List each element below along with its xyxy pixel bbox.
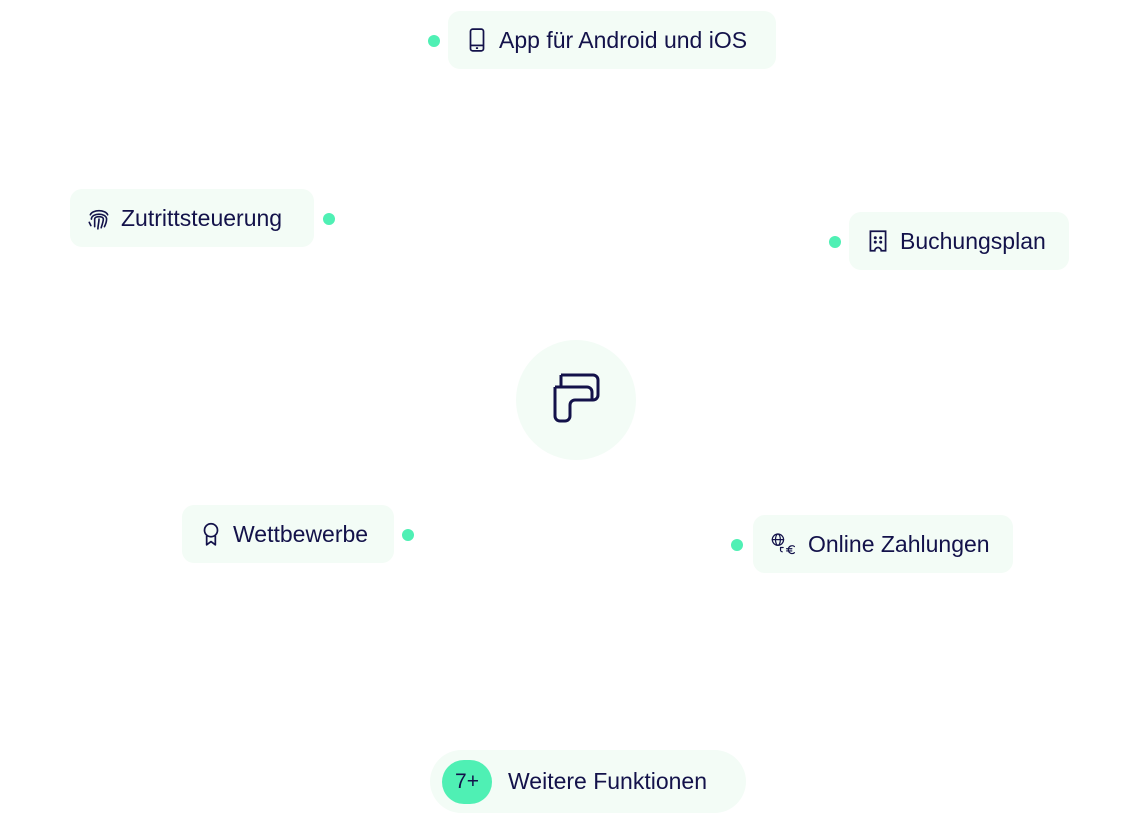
feature-access: Zutrittsteuerung	[70, 189, 314, 247]
connector-dot-access	[323, 213, 335, 225]
globe-euro-icon	[769, 531, 799, 557]
hub-logo	[516, 340, 636, 460]
award-icon	[198, 521, 224, 547]
more-count-badge: 7+	[442, 759, 492, 804]
feature-competitions-label: Wettbewerbe	[233, 520, 369, 547]
brand-logo-icon	[549, 371, 603, 430]
feature-booking: Buchungsplan	[849, 212, 1069, 270]
smartphone-icon	[464, 27, 490, 53]
feature-competitions: Wettbewerbe	[182, 505, 394, 563]
connector-dot-payments	[731, 539, 743, 551]
feature-payments-label: Online Zahlungen	[808, 530, 990, 557]
feature-app: App für Android und iOS	[448, 11, 776, 69]
connector-dot-competitions	[402, 529, 414, 541]
booking-plan-icon	[865, 228, 891, 254]
feature-access-label: Zutrittsteuerung	[121, 204, 283, 231]
connector-dot-booking	[829, 236, 841, 248]
fingerprint-icon	[86, 205, 112, 231]
feature-app-label: App für Android und iOS	[499, 26, 748, 53]
feature-booking-label: Buchungsplan	[900, 227, 1046, 254]
more-features-button[interactable]: 7+ Weitere Funktionen	[430, 750, 746, 813]
feature-payments: Online Zahlungen	[753, 515, 1013, 573]
more-features-label: Weitere Funktionen	[508, 768, 708, 794]
connector-dot-app	[428, 35, 440, 47]
